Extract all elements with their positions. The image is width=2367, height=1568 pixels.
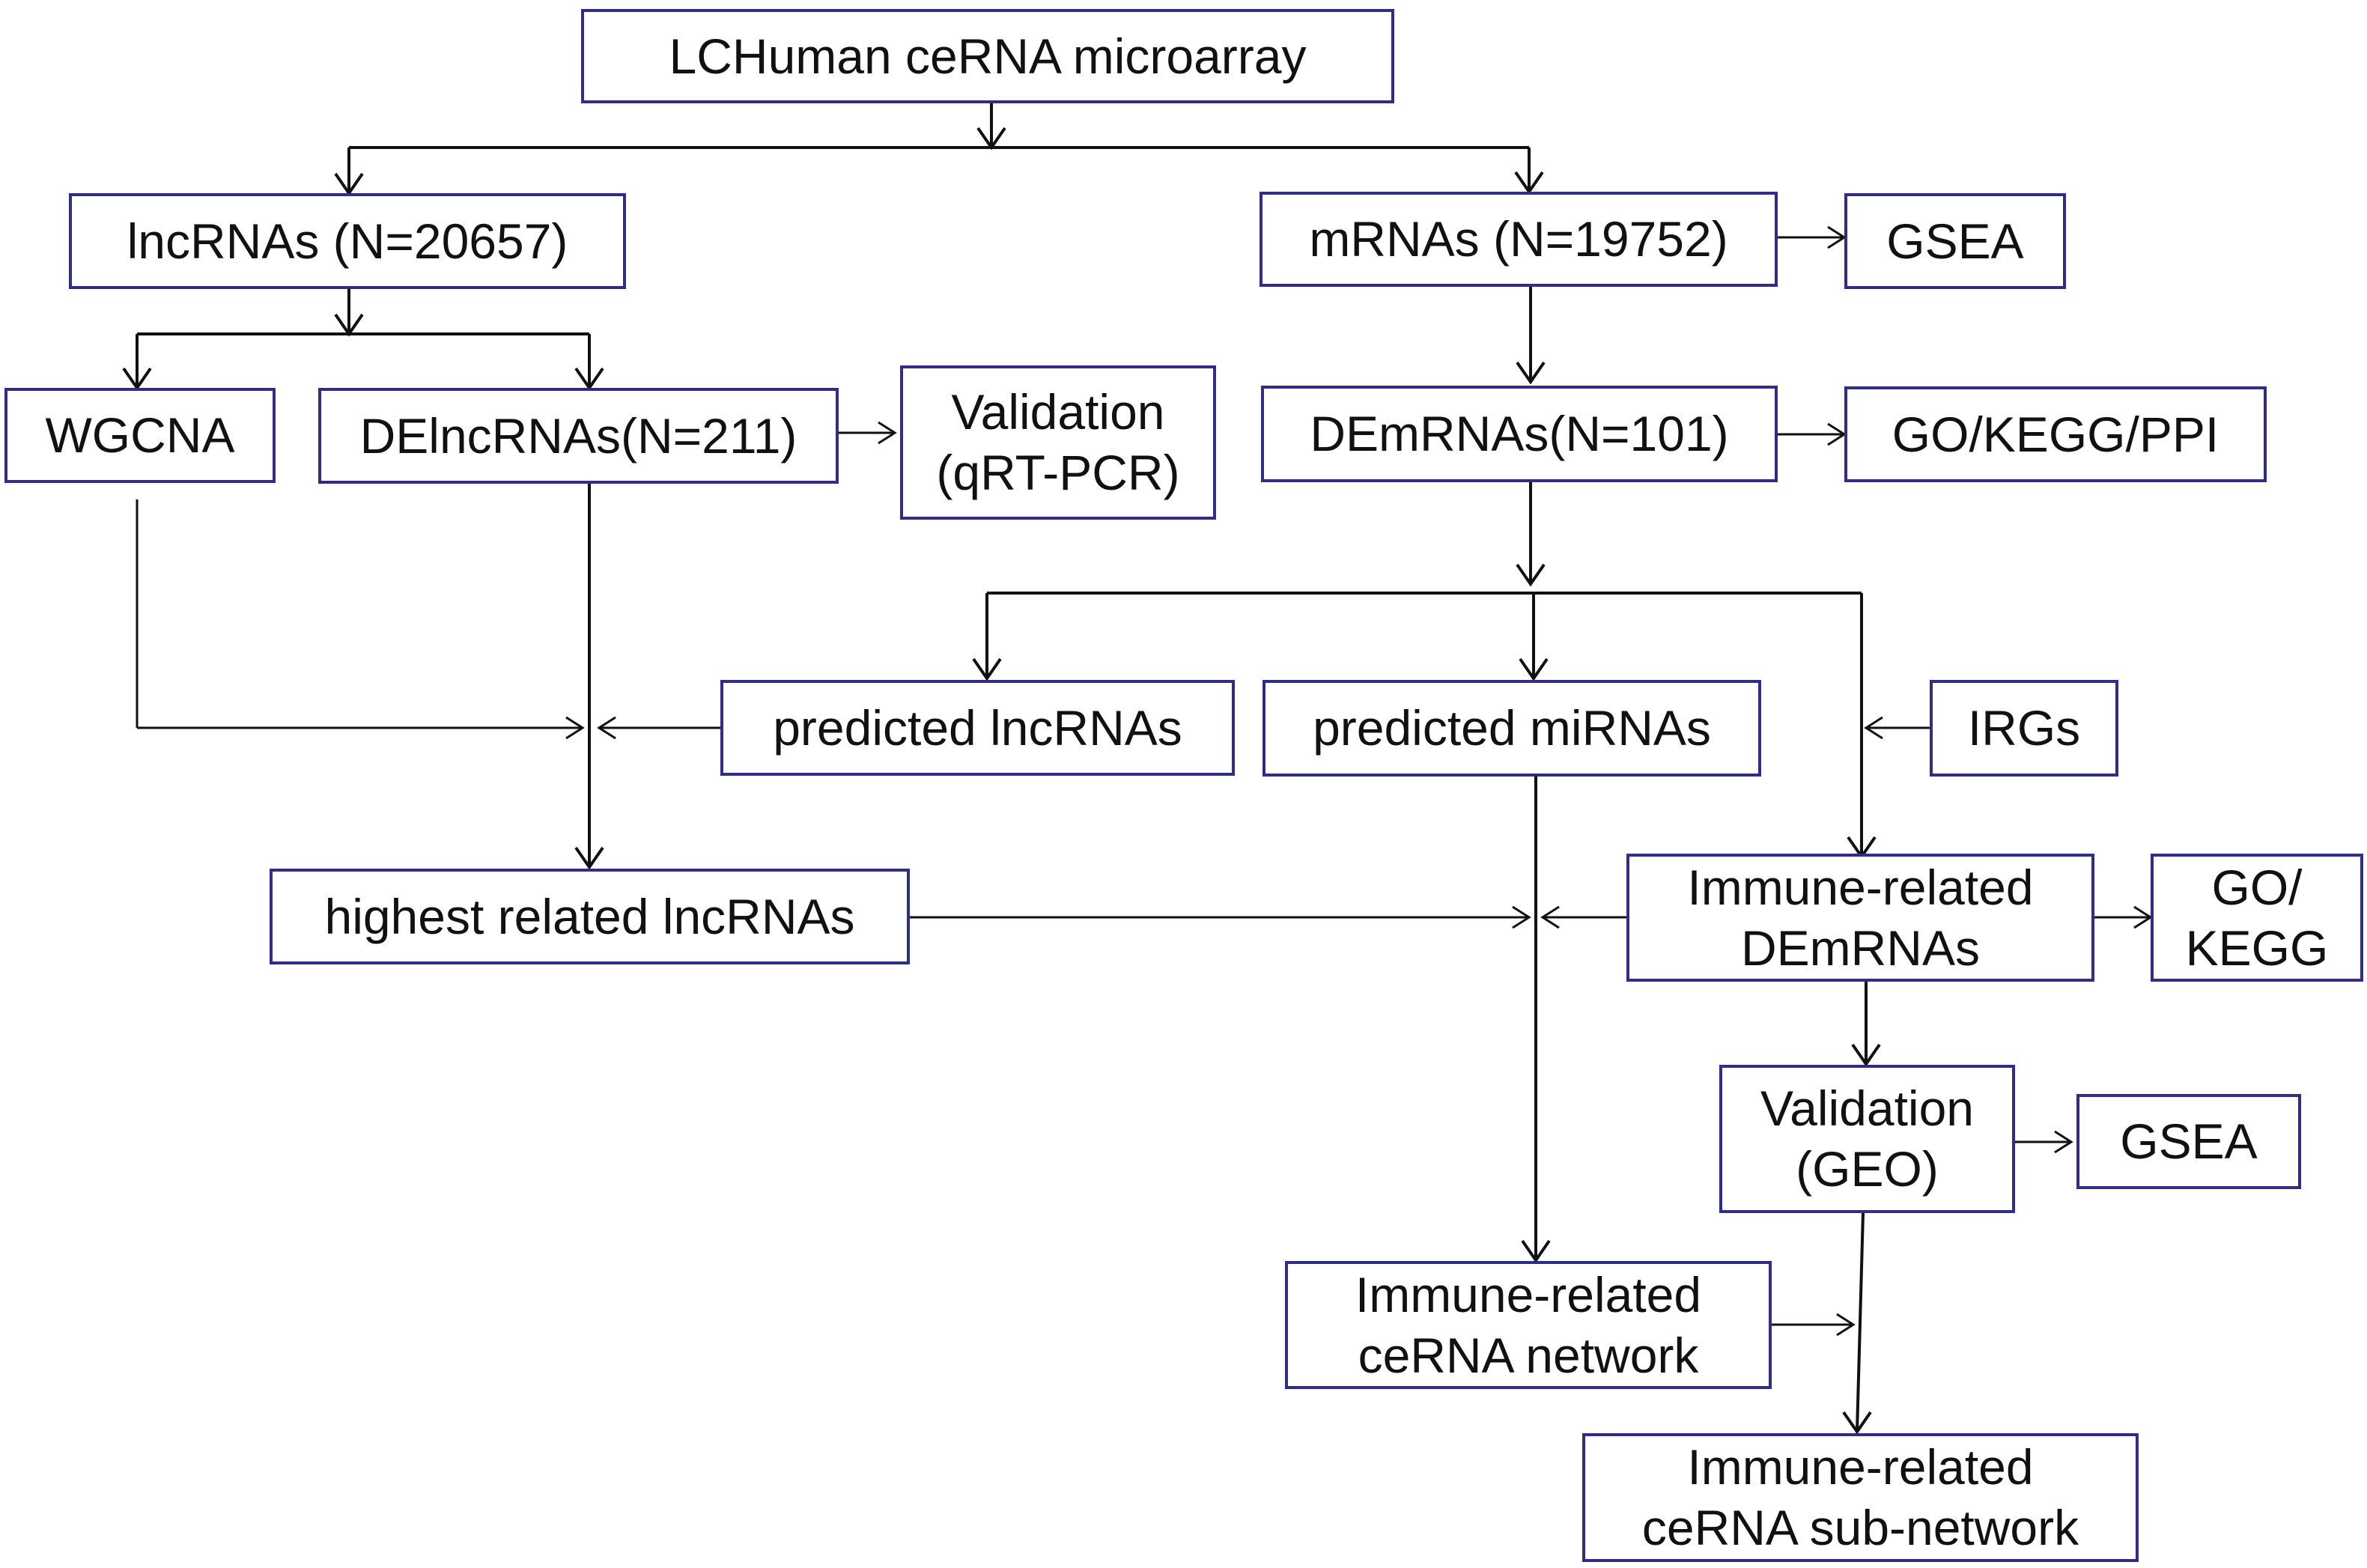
node-label: mRNAs (N=19752) [1309, 211, 1728, 267]
arrowhead [1521, 1239, 1551, 1263]
arrowhead [1516, 361, 1546, 385]
node-label: lncRNAs (N=20657) [127, 213, 568, 269]
node-demrnas: DEmRNAs(N=101) [1261, 386, 1778, 482]
node-label-line1: Immune-related [1687, 1439, 2034, 1495]
node-label-line2: (qRT-PCR) [936, 445, 1180, 500]
node-gsea-top: GSEA [1844, 193, 2066, 289]
node-gsea-bottom: GSEA [2076, 1094, 2301, 1189]
node-label: GSEA [1886, 213, 2024, 269]
node-label-line1: Immune-related [1355, 1266, 1702, 1322]
node-label: LCHuman ceRNA microarray [669, 28, 1307, 84]
node-mrnas: mRNAs (N=19752) [1260, 192, 1778, 287]
node-cerna-subnetwork: Immune-related ceRNA sub-network [1582, 1433, 2139, 1562]
node-label: predicted miRNAs [1313, 700, 1711, 756]
node-label-line2: DEmRNAs [1740, 920, 1980, 976]
node-validation-geo: Validation (GEO) [1719, 1065, 2015, 1213]
node-label: IRGs [1967, 700, 2081, 756]
node-label-line1: Validation [1760, 1081, 1974, 1137]
node-lncrnas: lncRNAs (N=20657) [69, 193, 626, 289]
node-validation-qrt-pcr: Validation (qRT-PCR) [900, 365, 1216, 520]
arrowhead [1512, 905, 1531, 929]
arrowhead [1540, 905, 1560, 929]
connector-line [1856, 1212, 1865, 1432]
node-label-line2: (GEO) [1796, 1141, 1939, 1197]
arrowhead [1519, 657, 1549, 681]
node-highest-related-lncrnas: highest related lncRNAs [270, 869, 910, 964]
node-label: GO/KEGG/PPI [1892, 406, 2219, 462]
node-label-line2: ceRNA network [1358, 1327, 1699, 1383]
arrowhead [574, 846, 604, 870]
arrowhead [1842, 1411, 1872, 1435]
node-label: DElncRNAs(N=211) [359, 407, 797, 464]
node-label-line2: ceRNA sub-network [1641, 1500, 2079, 1555]
node-label: GSEA [2120, 1113, 2258, 1170]
node-label: predicted lncRNAs [773, 699, 1182, 756]
node-microarray: LCHuman ceRNA microarray [581, 9, 1394, 103]
arrowhead [597, 716, 616, 740]
arrowhead [1864, 716, 1883, 740]
node-delncrnas: DElncRNAs(N=211) [318, 388, 839, 484]
arrowhead [1836, 1313, 1856, 1337]
node-label: DEmRNAs(N=101) [1310, 406, 1729, 462]
node-label: highest related lncRNAs [324, 888, 855, 944]
arrowhead [1851, 1043, 1881, 1067]
node-label-line1: GO/ [2211, 859, 2303, 915]
node-predicted-lncrnas: predicted lncRNAs [720, 680, 1235, 776]
node-label-line1: Immune-related [1687, 859, 2034, 915]
node-predicted-mirnas: predicted miRNAs [1262, 680, 1761, 777]
arrowhead [878, 421, 897, 445]
arrowhead [565, 716, 585, 740]
node-label-line1: Validation [951, 384, 1165, 440]
node-go-kegg-ppi: GO/KEGG/PPI [1844, 386, 2267, 482]
node-cerna-network: Immune-related ceRNA network [1285, 1261, 1772, 1389]
node-label: WGCNA [45, 407, 235, 464]
node-go-kegg: GO/ KEGG [2151, 854, 2363, 982]
node-label-line2: KEGG [2185, 920, 2329, 976]
node-immune-related-demrnas: Immune-related DEmRNAs [1626, 854, 2094, 982]
arrowhead [1516, 563, 1546, 587]
arrowhead [972, 657, 1002, 681]
arrowhead [2054, 1130, 2073, 1154]
node-irgs: IRGs [1930, 680, 2118, 777]
node-wgcna: WGCNA [4, 388, 276, 483]
